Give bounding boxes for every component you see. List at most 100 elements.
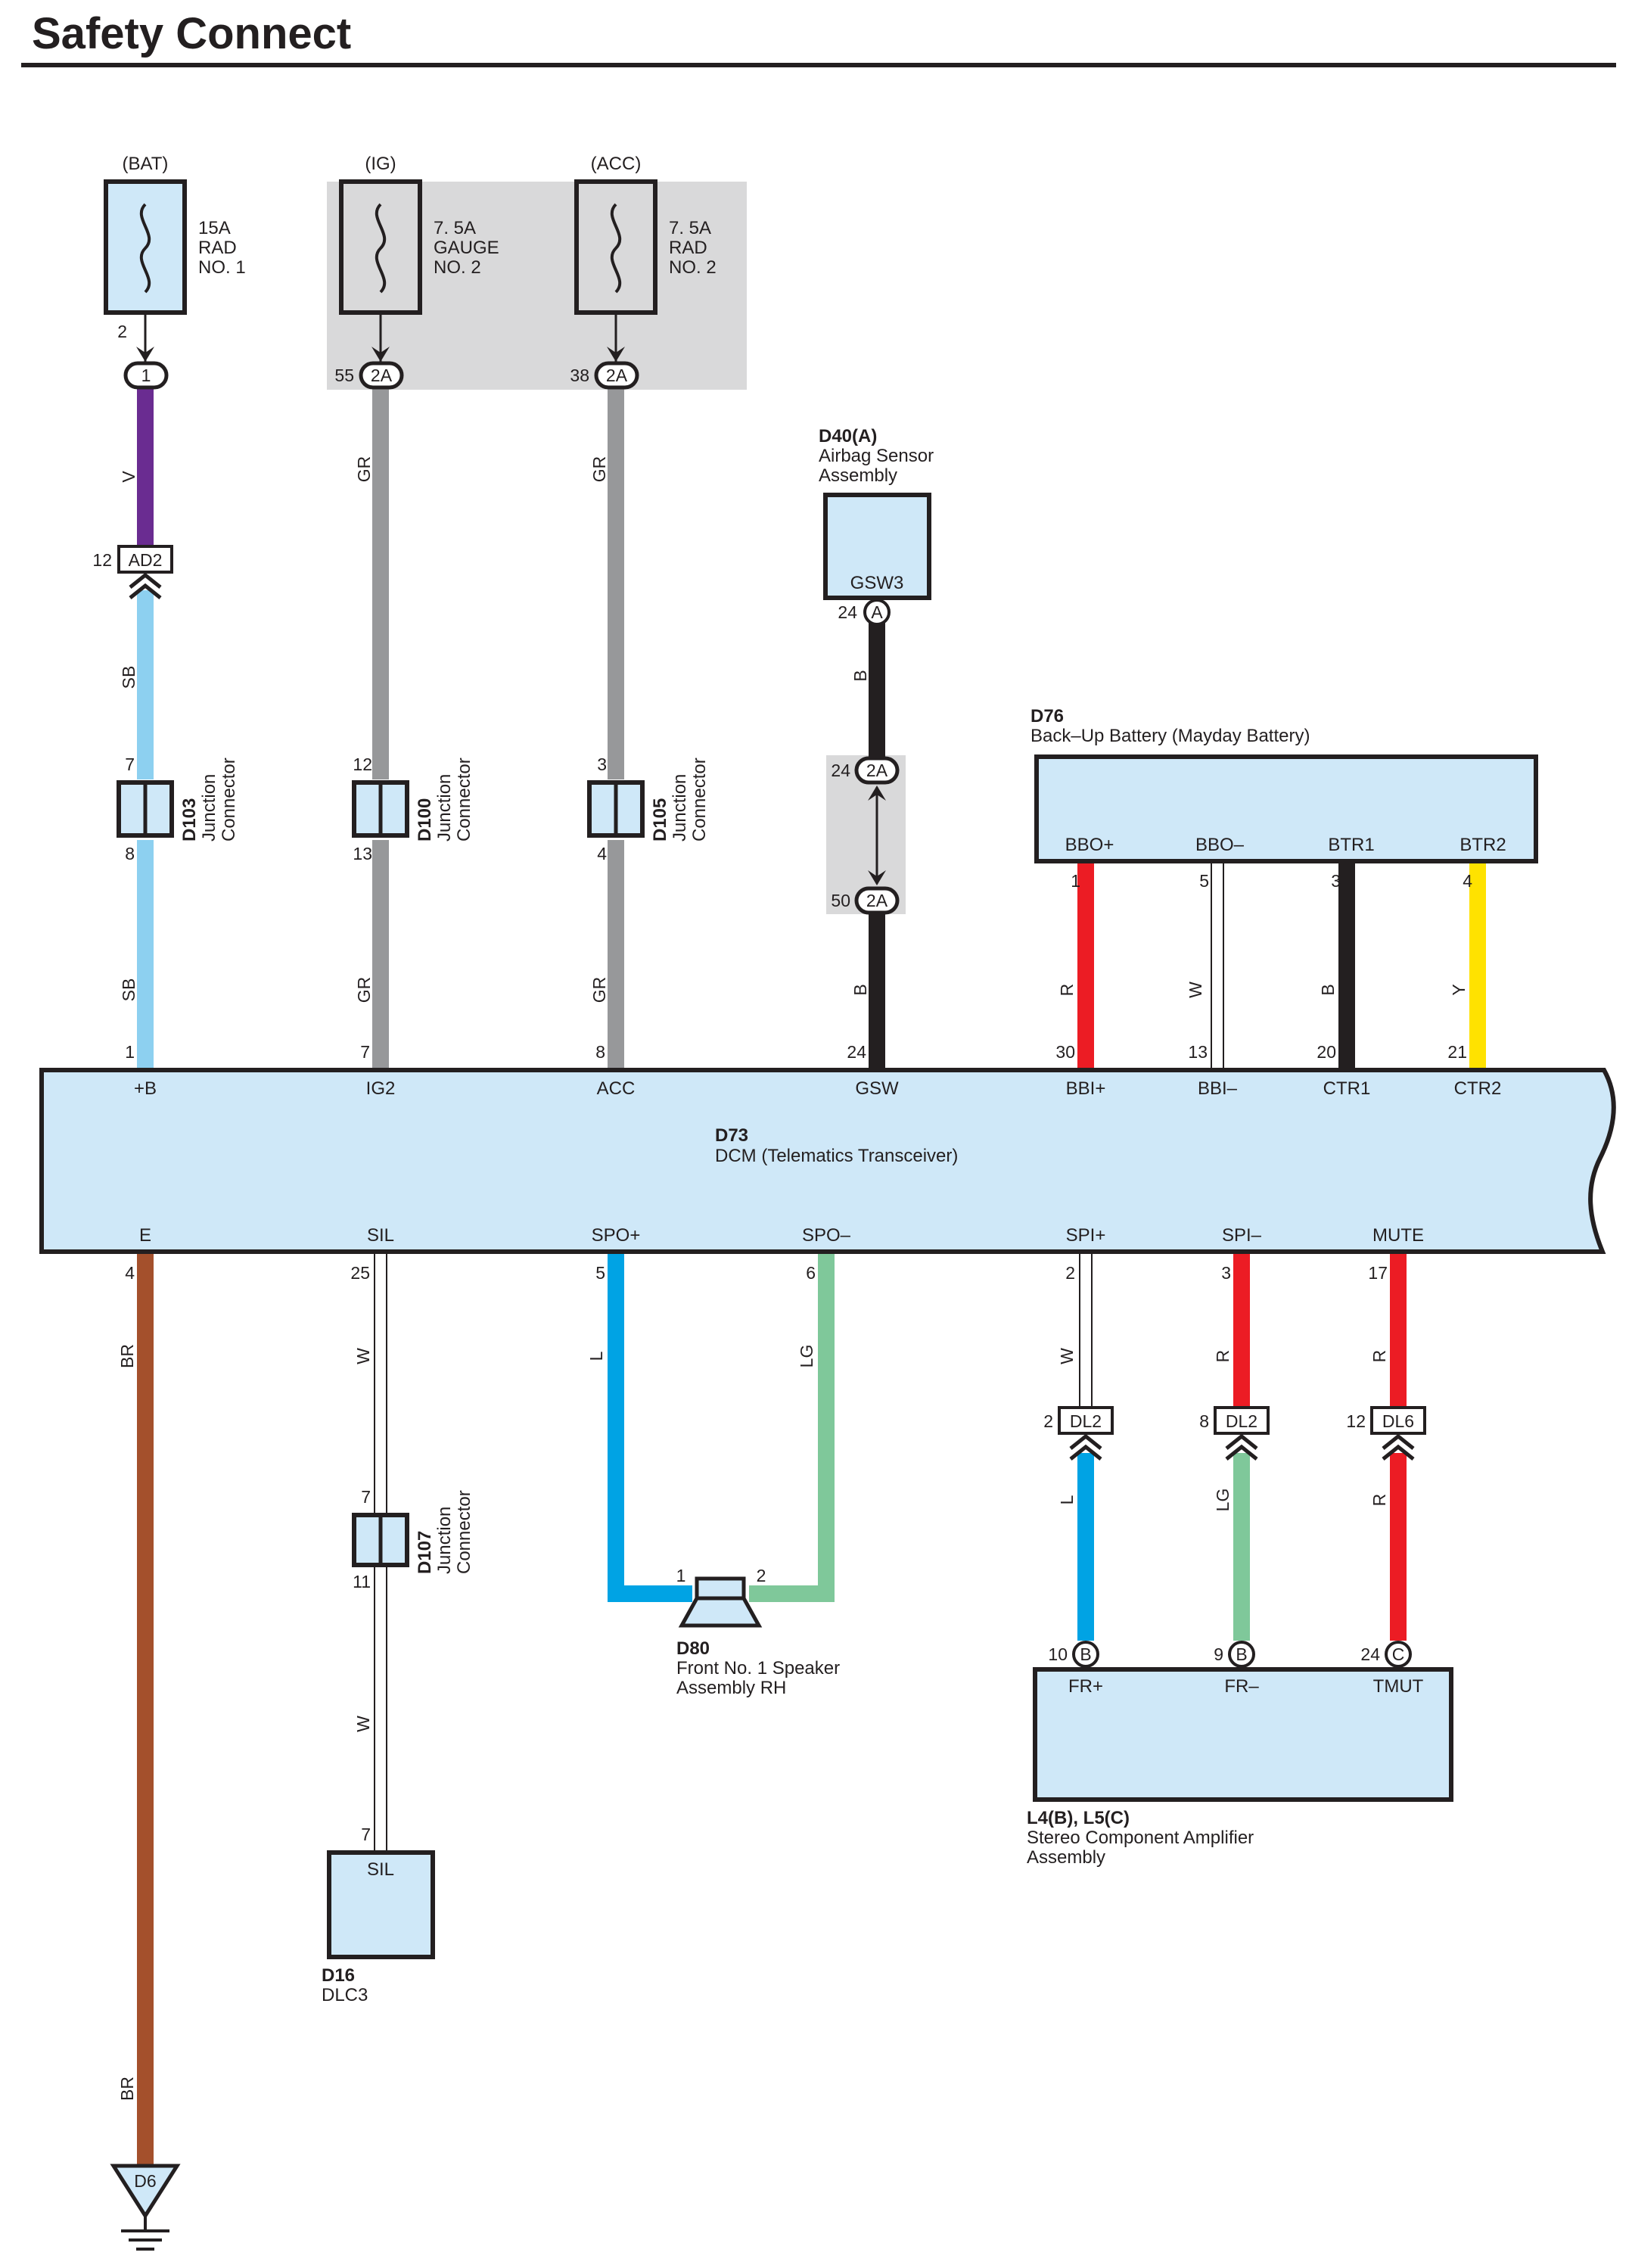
- fuse-rating: 7. 5A: [669, 218, 711, 238]
- svg-text:BTR2: BTR2: [1459, 835, 1506, 855]
- fuse-name: RAD: [669, 238, 707, 258]
- svg-text:SPO+: SPO+: [592, 1225, 641, 1246]
- svg-text:24: 24: [831, 761, 850, 780]
- svg-text:Stereo Component Amplifier: Stereo Component Amplifier: [1027, 1828, 1254, 1848]
- stereo-amplifier: B 10 B 9 C 24 FR+ FR– TMUT L4(B), L5(C) …: [1027, 1641, 1453, 1868]
- svg-text:11: 11: [353, 1572, 371, 1591]
- svg-text:3: 3: [597, 754, 607, 774]
- svg-text:+B: +B: [134, 1078, 157, 1099]
- svg-text:D6: D6: [134, 2171, 156, 2191]
- svg-text:24: 24: [847, 1042, 866, 1062]
- svg-text:DL6: DL6: [1382, 1411, 1414, 1431]
- fuse-rating: 7. 5A: [434, 218, 476, 238]
- svg-text:1: 1: [125, 1042, 135, 1062]
- svg-text:2: 2: [1065, 1263, 1075, 1283]
- svg-text:CTR1: CTR1: [1323, 1078, 1371, 1099]
- svg-text:SPO–: SPO–: [802, 1225, 851, 1246]
- wire-code-y: Y: [1449, 984, 1469, 995]
- svg-text:ACC: ACC: [597, 1078, 636, 1099]
- dlc3-d16: 7 SIL D16 DLC3: [322, 1825, 435, 2005]
- wire-code-w: W: [1186, 982, 1205, 998]
- svg-text:10: 10: [1048, 1644, 1068, 1664]
- fuse-source-label: (ACC): [591, 154, 642, 174]
- junction-d103: 7 8 D103 Junction Connector: [117, 754, 239, 863]
- fuse-terminal-pin: 2: [117, 322, 127, 341]
- fuse-source-label: (BAT): [123, 154, 169, 174]
- svg-text:GSW3: GSW3: [850, 573, 904, 593]
- svg-text:Assembly: Assembly: [819, 465, 897, 486]
- svg-text:2A: 2A: [866, 891, 888, 910]
- svg-text:D103: D103: [179, 798, 200, 842]
- svg-text:17: 17: [1368, 1263, 1388, 1283]
- svg-text:3: 3: [1221, 1263, 1231, 1283]
- svg-text:7: 7: [360, 1042, 370, 1062]
- svg-text:7: 7: [361, 1487, 371, 1507]
- wire-code-r: R: [1369, 1350, 1389, 1363]
- wire-code-b: B: [850, 984, 870, 995]
- svg-text:12: 12: [353, 754, 372, 774]
- junction-d100: 12 13 D100 Junction Connector: [352, 754, 474, 863]
- backup-battery: D76 Back–Up Battery (Mayday Battery) BBO…: [1030, 706, 1538, 891]
- connector-2a-label: 2A: [371, 366, 393, 385]
- fuse-source-label: (IG): [365, 154, 396, 174]
- fuse-number: NO. 1: [198, 257, 246, 278]
- svg-text:4: 4: [125, 1263, 135, 1283]
- connector-2a-label: 2A: [606, 366, 628, 385]
- wire-code-sb: SB: [119, 978, 138, 1002]
- svg-text:DCM (Telematics Transceiver): DCM (Telematics Transceiver): [715, 1146, 958, 1166]
- svg-text:8: 8: [595, 1042, 605, 1062]
- connector-2a-pin: 55: [334, 366, 354, 385]
- svg-text:D76: D76: [1030, 706, 1064, 726]
- svg-text:4: 4: [597, 844, 607, 863]
- svg-text:A: A: [871, 602, 883, 622]
- wire-code-gr: GR: [589, 456, 609, 483]
- fuse-number: NO. 2: [669, 257, 717, 278]
- svg-text:7: 7: [125, 754, 135, 774]
- svg-text:D107: D107: [415, 1531, 435, 1574]
- svg-text:BBO+: BBO+: [1065, 835, 1114, 855]
- svg-text:SPI–: SPI–: [1222, 1225, 1262, 1246]
- svg-text:L4(B), L5(C): L4(B), L5(C): [1027, 1808, 1130, 1828]
- connector-1: [123, 361, 169, 390]
- connector-dl2-b: DL2 8: [1199, 1406, 1270, 1461]
- svg-text:TMUT: TMUT: [1373, 1676, 1424, 1697]
- wire-code-r: R: [1369, 1494, 1389, 1507]
- speaker-d80: 1 2 D80 Front No. 1 Speaker Assembly RH: [676, 1566, 841, 1698]
- svg-text:D100: D100: [415, 798, 435, 842]
- svg-text:SIL: SIL: [367, 1859, 394, 1880]
- svg-text:BBO–: BBO–: [1195, 835, 1245, 855]
- svg-text:25: 25: [350, 1263, 370, 1283]
- wire-code-lg: LG: [797, 1345, 816, 1368]
- svg-text:2A: 2A: [866, 761, 888, 780]
- svg-text:D73: D73: [715, 1125, 748, 1146]
- svg-text:B: B: [1080, 1644, 1091, 1664]
- svg-text:Airbag Sensor: Airbag Sensor: [819, 446, 934, 466]
- svg-text:3: 3: [1331, 871, 1341, 891]
- ground-icon: [110, 2164, 181, 2220]
- svg-text:Assembly RH: Assembly RH: [676, 1678, 786, 1698]
- fuse-rad-no1: (BAT) 15A RAD NO. 1 2 1: [104, 154, 246, 390]
- wire-code-gr: GR: [354, 977, 374, 1003]
- svg-text:2: 2: [757, 1566, 766, 1585]
- speaker-icon: [695, 1576, 746, 1601]
- dcm-telematics-transceiver: D73 DCM (Telematics Transceiver) +B IG2 …: [39, 1042, 1616, 1283]
- svg-text:8: 8: [125, 844, 135, 863]
- connector-gsw-2a-top: 2A 24: [831, 756, 900, 801]
- svg-text:Connector: Connector: [219, 758, 239, 842]
- wire-code-br: BR: [117, 1344, 137, 1368]
- wire-code-w: W: [1057, 1348, 1077, 1364]
- wire-code-gr: GR: [589, 977, 609, 1003]
- wire-l-spo-plus: [608, 1253, 692, 1602]
- svg-text:50: 50: [831, 891, 850, 910]
- svg-text:Junction: Junction: [434, 1507, 455, 1574]
- connector-2a-acc: [594, 361, 639, 390]
- svg-text:Junction: Junction: [199, 774, 219, 842]
- svg-text:1: 1: [676, 1566, 686, 1585]
- svg-text:B: B: [1236, 1644, 1247, 1664]
- svg-text:Junction: Junction: [670, 774, 690, 842]
- wire-code-w: W: [353, 1348, 373, 1364]
- wire-code-sb: SB: [119, 666, 138, 689]
- svg-text:9: 9: [1214, 1644, 1223, 1664]
- fuse-name: GAUGE: [434, 238, 499, 258]
- svg-text:5: 5: [595, 1263, 605, 1283]
